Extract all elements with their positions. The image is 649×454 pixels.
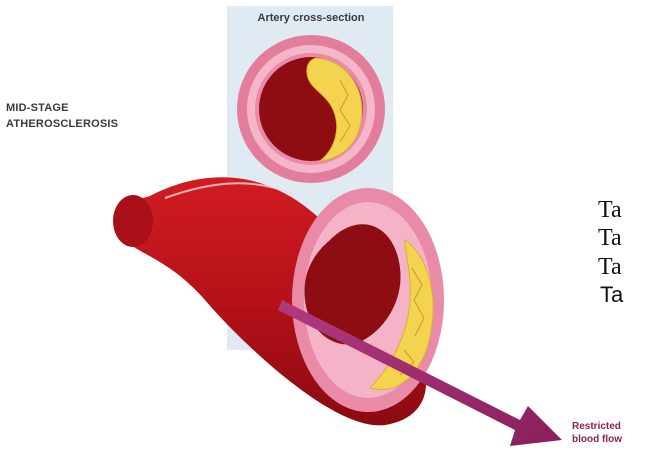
stage-label-line-2: ATHEROSCLEROSIS: [6, 116, 118, 132]
side-text-line-1: Ta: [598, 196, 649, 224]
cross-section-title: Artery cross-section: [233, 12, 389, 24]
side-text-line-4: Ta: [600, 281, 649, 309]
artery-end-cap: [113, 195, 153, 247]
flow-label-line-1: Restricted: [572, 420, 622, 433]
flow-label-line-2: blood flow: [572, 433, 622, 446]
stage-label-line-1: MID-STAGE: [6, 100, 118, 116]
side-text-line-2: Ta: [598, 224, 649, 252]
stage-label: MID-STAGE ATHEROSCLEROSIS: [6, 100, 118, 132]
flow-label: Restricted blood flow: [572, 420, 622, 446]
side-text-line-3: Ta: [598, 253, 649, 281]
